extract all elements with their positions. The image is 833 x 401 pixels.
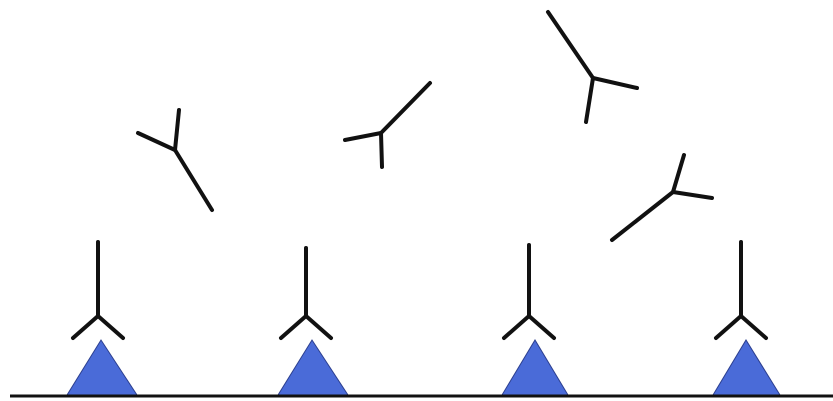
receptor-triangle [277,339,349,396]
free-molecule-3 [546,10,639,124]
bound-molecule [714,240,768,340]
receptor-triangle [501,339,569,396]
bound-receptor-2 [277,246,349,396]
receptor-triangle [712,339,781,396]
free-molecule-1 [136,108,214,212]
bound-molecule [71,240,125,340]
bound-receptor-1 [66,240,138,396]
bound-receptor-4 [712,240,781,396]
free-molecule-2 [343,81,432,169]
bound-molecule [279,246,333,340]
free-molecule-4 [610,153,714,242]
bound-molecule [502,243,556,340]
bound-receptor-3 [501,243,569,396]
receptor-triangle [66,339,138,396]
